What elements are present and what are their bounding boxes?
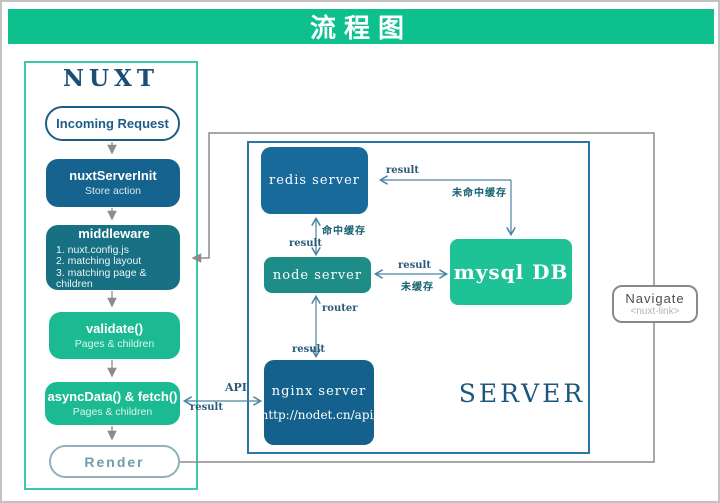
node-mysql-db: mysql DB	[450, 239, 572, 305]
node-redis-server: redis server	[261, 147, 368, 214]
navigate-sub: <nuxt-link>	[630, 305, 680, 317]
incoming-request-label: Incoming Request	[56, 116, 169, 131]
node-nginx-server: nginx server http://nodet.cn/api/	[261, 360, 377, 445]
edge-label-router: router	[322, 303, 358, 314]
mysql-db-label: mysql DB	[453, 260, 569, 284]
navigate-label: Navigate	[625, 290, 685, 306]
redis-server-label: redis server	[268, 173, 361, 188]
middleware-item-3: 3. matching page & children	[56, 266, 147, 290]
middleware-item-1: 1. nuxt.config.js	[56, 243, 129, 256]
node-incoming-request: Incoming Request	[45, 106, 180, 141]
node-render: Render	[49, 445, 180, 478]
edge-label-api: API	[225, 381, 247, 394]
validate-label: validate()	[85, 320, 144, 336]
node-navigate: Navigate <nuxt-link>	[612, 285, 698, 323]
nuxt-title: NUXT	[62, 65, 160, 92]
validate-sub: Pages & children	[74, 337, 155, 350]
node-asyncdata: asyncData() & fetch() Pages & children	[45, 382, 180, 425]
render-label: Render	[84, 453, 145, 470]
edge-label-hit-result: result	[289, 238, 322, 249]
edge-label-api-result: result	[190, 402, 223, 413]
node-nuxt-server-init: nuxtServerInit Store action	[46, 159, 180, 207]
page-title: 流程图	[309, 14, 412, 44]
server-title: SERVER	[458, 379, 586, 408]
nginx-server-label: nginx server	[271, 383, 367, 399]
edge-label-router-result: result	[292, 344, 325, 355]
edge-label-redis-result: result	[386, 165, 419, 176]
edge-label-not-cached: 未缓存	[401, 282, 434, 293]
title-banner: 流程图	[8, 9, 714, 44]
asyncdata-label: asyncData() & fetch()	[47, 388, 178, 404]
nuxt-server-init-label: nuxtServerInit	[69, 168, 157, 183]
node-server-label: node server	[272, 267, 363, 283]
nuxt-container	[24, 61, 198, 490]
middleware-item-2: 2. matching layout	[56, 255, 142, 267]
node-validate: validate() Pages & children	[49, 312, 180, 359]
navigate-loop-arrow	[180, 132, 655, 463]
edge-label-cache-hit: 命中缓存	[322, 226, 366, 237]
server-container	[247, 141, 590, 454]
middleware-label: middleware	[78, 225, 150, 241]
edge-label-mysql-result: result	[398, 260, 431, 271]
middleware-items: 1. nuxt.config.js 2. matching layout 3. …	[56, 243, 172, 291]
asyncdata-sub: Pages & children	[72, 405, 153, 418]
node-middleware: middleware 1. nuxt.config.js 2. matching…	[46, 225, 180, 290]
node-node-server: node server	[264, 257, 371, 293]
nginx-server-url: http://nodet.cn/api/	[260, 407, 378, 422]
nuxt-server-init-sub: Store action	[84, 185, 142, 197]
edge-label-cache-miss: 未命中缓存	[452, 188, 507, 199]
